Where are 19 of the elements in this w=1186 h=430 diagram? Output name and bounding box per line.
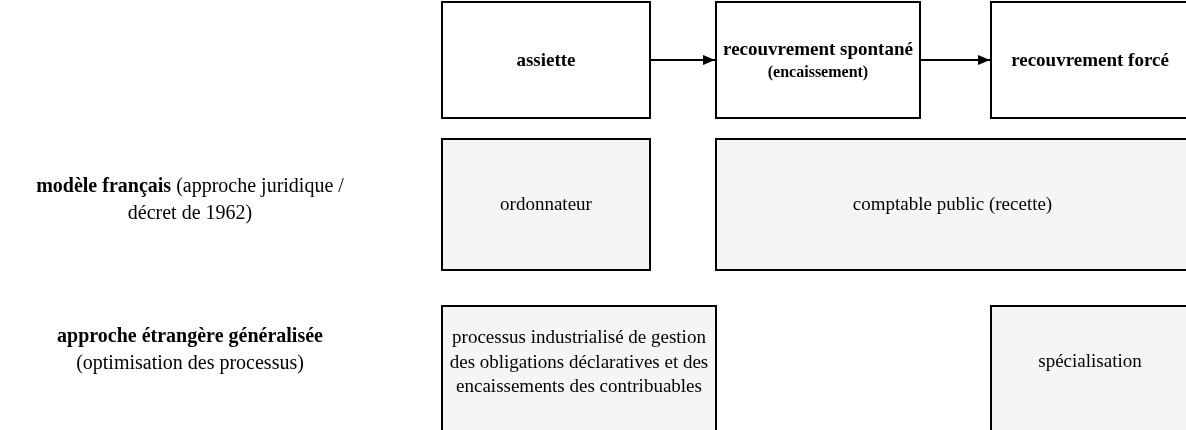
- box-text: spécialisation: [1037, 349, 1143, 373]
- process-box: [441, 1, 651, 119]
- step-label: (encaissement): [766, 61, 870, 83]
- row-heading: modèle français (approche juridique / décret de 1962): [35, 173, 345, 226]
- step-label: recouvrement forcé: [1010, 47, 1170, 72]
- row-heading: approche étrangère généralisée (optimisation des processus): [56, 323, 324, 376]
- box-text: processus industrialisé de gestion des obligations déclaratives et des encaissements des contribuables: [448, 325, 710, 399]
- arrow: [920, 55, 991, 65]
- approach-box: [990, 305, 1186, 430]
- step-label: recouvrement spontané: [722, 37, 914, 62]
- box-text: ordonnateur: [499, 192, 593, 217]
- role-box: [441, 138, 651, 271]
- process-box: [990, 1, 1186, 119]
- role-box: [715, 138, 1186, 271]
- process-box: [715, 1, 921, 119]
- arrow: [650, 55, 716, 65]
- box-text: comptable public (recette): [851, 192, 1054, 217]
- approach-box: [441, 305, 717, 430]
- step-label: assiette: [515, 47, 577, 72]
